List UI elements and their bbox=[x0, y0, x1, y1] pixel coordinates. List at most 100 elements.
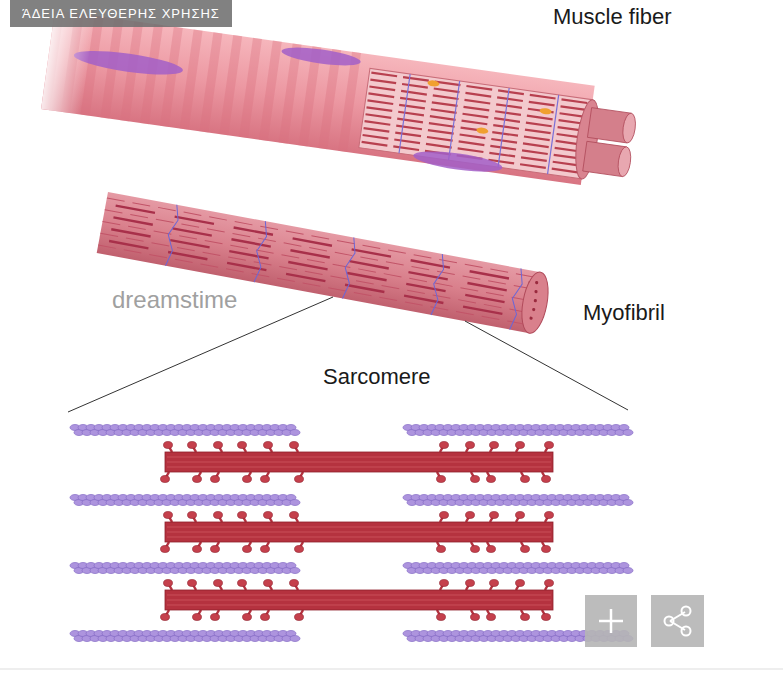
z-disc bbox=[428, 253, 446, 315]
myosin-head bbox=[487, 476, 496, 483]
leader-line bbox=[68, 297, 333, 412]
myosin-head bbox=[290, 580, 299, 587]
myosin-head bbox=[295, 546, 304, 553]
share-icon bbox=[682, 627, 691, 636]
share-icon bbox=[665, 617, 674, 626]
myosin-head bbox=[243, 546, 252, 553]
fiber-striation bbox=[239, 38, 262, 138]
mitochondrion bbox=[476, 127, 489, 135]
muscle-fiber-drawing bbox=[41, 10, 640, 193]
myosin-head bbox=[466, 442, 475, 449]
actin-bead bbox=[623, 568, 633, 574]
z-disc bbox=[448, 81, 460, 160]
myosin-head bbox=[243, 614, 252, 621]
leader-line bbox=[465, 321, 628, 410]
myosin-filament bbox=[165, 452, 553, 472]
myosin-strand bbox=[167, 595, 551, 596]
filament-line bbox=[98, 245, 529, 325]
z-disc bbox=[251, 221, 269, 283]
myosin-head bbox=[516, 580, 525, 587]
filament-line bbox=[99, 239, 530, 319]
myosin-head bbox=[211, 546, 220, 553]
nucleus bbox=[281, 44, 362, 69]
myosin-head bbox=[264, 580, 273, 587]
myosin-head bbox=[521, 614, 530, 621]
myosin-head bbox=[264, 512, 273, 519]
myosin-head bbox=[521, 476, 530, 483]
protruding-myofibril bbox=[583, 141, 633, 177]
actin-bead bbox=[290, 636, 300, 642]
myosin-head bbox=[471, 546, 480, 553]
myosin-head bbox=[490, 512, 499, 519]
inner-myofibril bbox=[364, 128, 583, 159]
myosin-head bbox=[238, 512, 247, 519]
actin-bead bbox=[623, 430, 633, 436]
myosin-head bbox=[164, 580, 173, 587]
myosin-head bbox=[466, 580, 475, 587]
z-disc bbox=[340, 237, 358, 299]
myosin-head bbox=[545, 512, 554, 519]
fiber-striation bbox=[259, 41, 282, 141]
myosin-head bbox=[164, 442, 173, 449]
fiber-striation bbox=[200, 32, 223, 132]
myosin-head bbox=[243, 476, 252, 483]
protruding-myofibril bbox=[587, 108, 637, 144]
myosin-strand bbox=[167, 600, 551, 601]
mitochondrion bbox=[539, 107, 552, 115]
myosin-head bbox=[437, 476, 446, 483]
myosin-head bbox=[471, 476, 480, 483]
myosin-head bbox=[211, 476, 220, 483]
myosin-head bbox=[490, 442, 499, 449]
filament-line bbox=[107, 198, 538, 278]
myosin-head bbox=[238, 442, 247, 449]
z-disc bbox=[398, 74, 410, 153]
myosin-head bbox=[214, 580, 223, 587]
myosin-head bbox=[440, 442, 449, 449]
myosin-filament bbox=[165, 522, 553, 542]
myosin-head bbox=[487, 546, 496, 553]
myosin-head bbox=[490, 580, 499, 587]
myofibril-body bbox=[97, 192, 541, 333]
myosin-head bbox=[440, 580, 449, 587]
myosin-head bbox=[214, 442, 223, 449]
myosin-strand bbox=[167, 527, 551, 528]
z-disc bbox=[163, 204, 181, 266]
filament-end bbox=[535, 281, 539, 285]
myosin-head bbox=[290, 442, 299, 449]
fiber-striation bbox=[219, 35, 242, 135]
myosin-head bbox=[542, 614, 551, 621]
myosin-head bbox=[295, 476, 304, 483]
myosin-strand bbox=[167, 462, 551, 463]
myosin-head bbox=[261, 546, 270, 553]
myosin-head bbox=[238, 580, 247, 587]
actin-bead bbox=[290, 568, 300, 574]
myosin-head bbox=[193, 476, 202, 483]
myosin-head bbox=[487, 614, 496, 621]
actin-bead bbox=[290, 500, 300, 506]
myosin-head bbox=[542, 546, 551, 553]
myosin-strand bbox=[167, 532, 551, 533]
myofibril-drawing bbox=[97, 192, 553, 335]
myosin-head bbox=[211, 614, 220, 621]
myosin-head bbox=[516, 512, 525, 519]
myosin-head bbox=[164, 512, 173, 519]
actin-bead bbox=[623, 500, 633, 506]
myosin-head bbox=[161, 476, 170, 483]
myosin-head bbox=[516, 442, 525, 449]
share-button bbox=[651, 595, 704, 647]
part-label: Myofibril bbox=[583, 300, 665, 326]
myosin-head bbox=[521, 546, 530, 553]
sarcomere-drawing bbox=[70, 425, 633, 642]
myosin-head bbox=[264, 442, 273, 449]
myosin-head bbox=[545, 580, 554, 587]
myosin-head bbox=[261, 614, 270, 621]
z-disc bbox=[497, 88, 509, 167]
fiber-striation bbox=[180, 29, 203, 129]
myosin-head bbox=[471, 614, 480, 621]
myosin-head bbox=[295, 614, 304, 621]
license-badge: ΆΔΕΙΑ ΕΛΕΥΘΕΡΗΣ ΧΡΗΣΗΣ bbox=[10, 0, 232, 27]
fiber-cutaway bbox=[359, 68, 593, 179]
myosin-head bbox=[161, 614, 170, 621]
myosin-head bbox=[188, 512, 197, 519]
